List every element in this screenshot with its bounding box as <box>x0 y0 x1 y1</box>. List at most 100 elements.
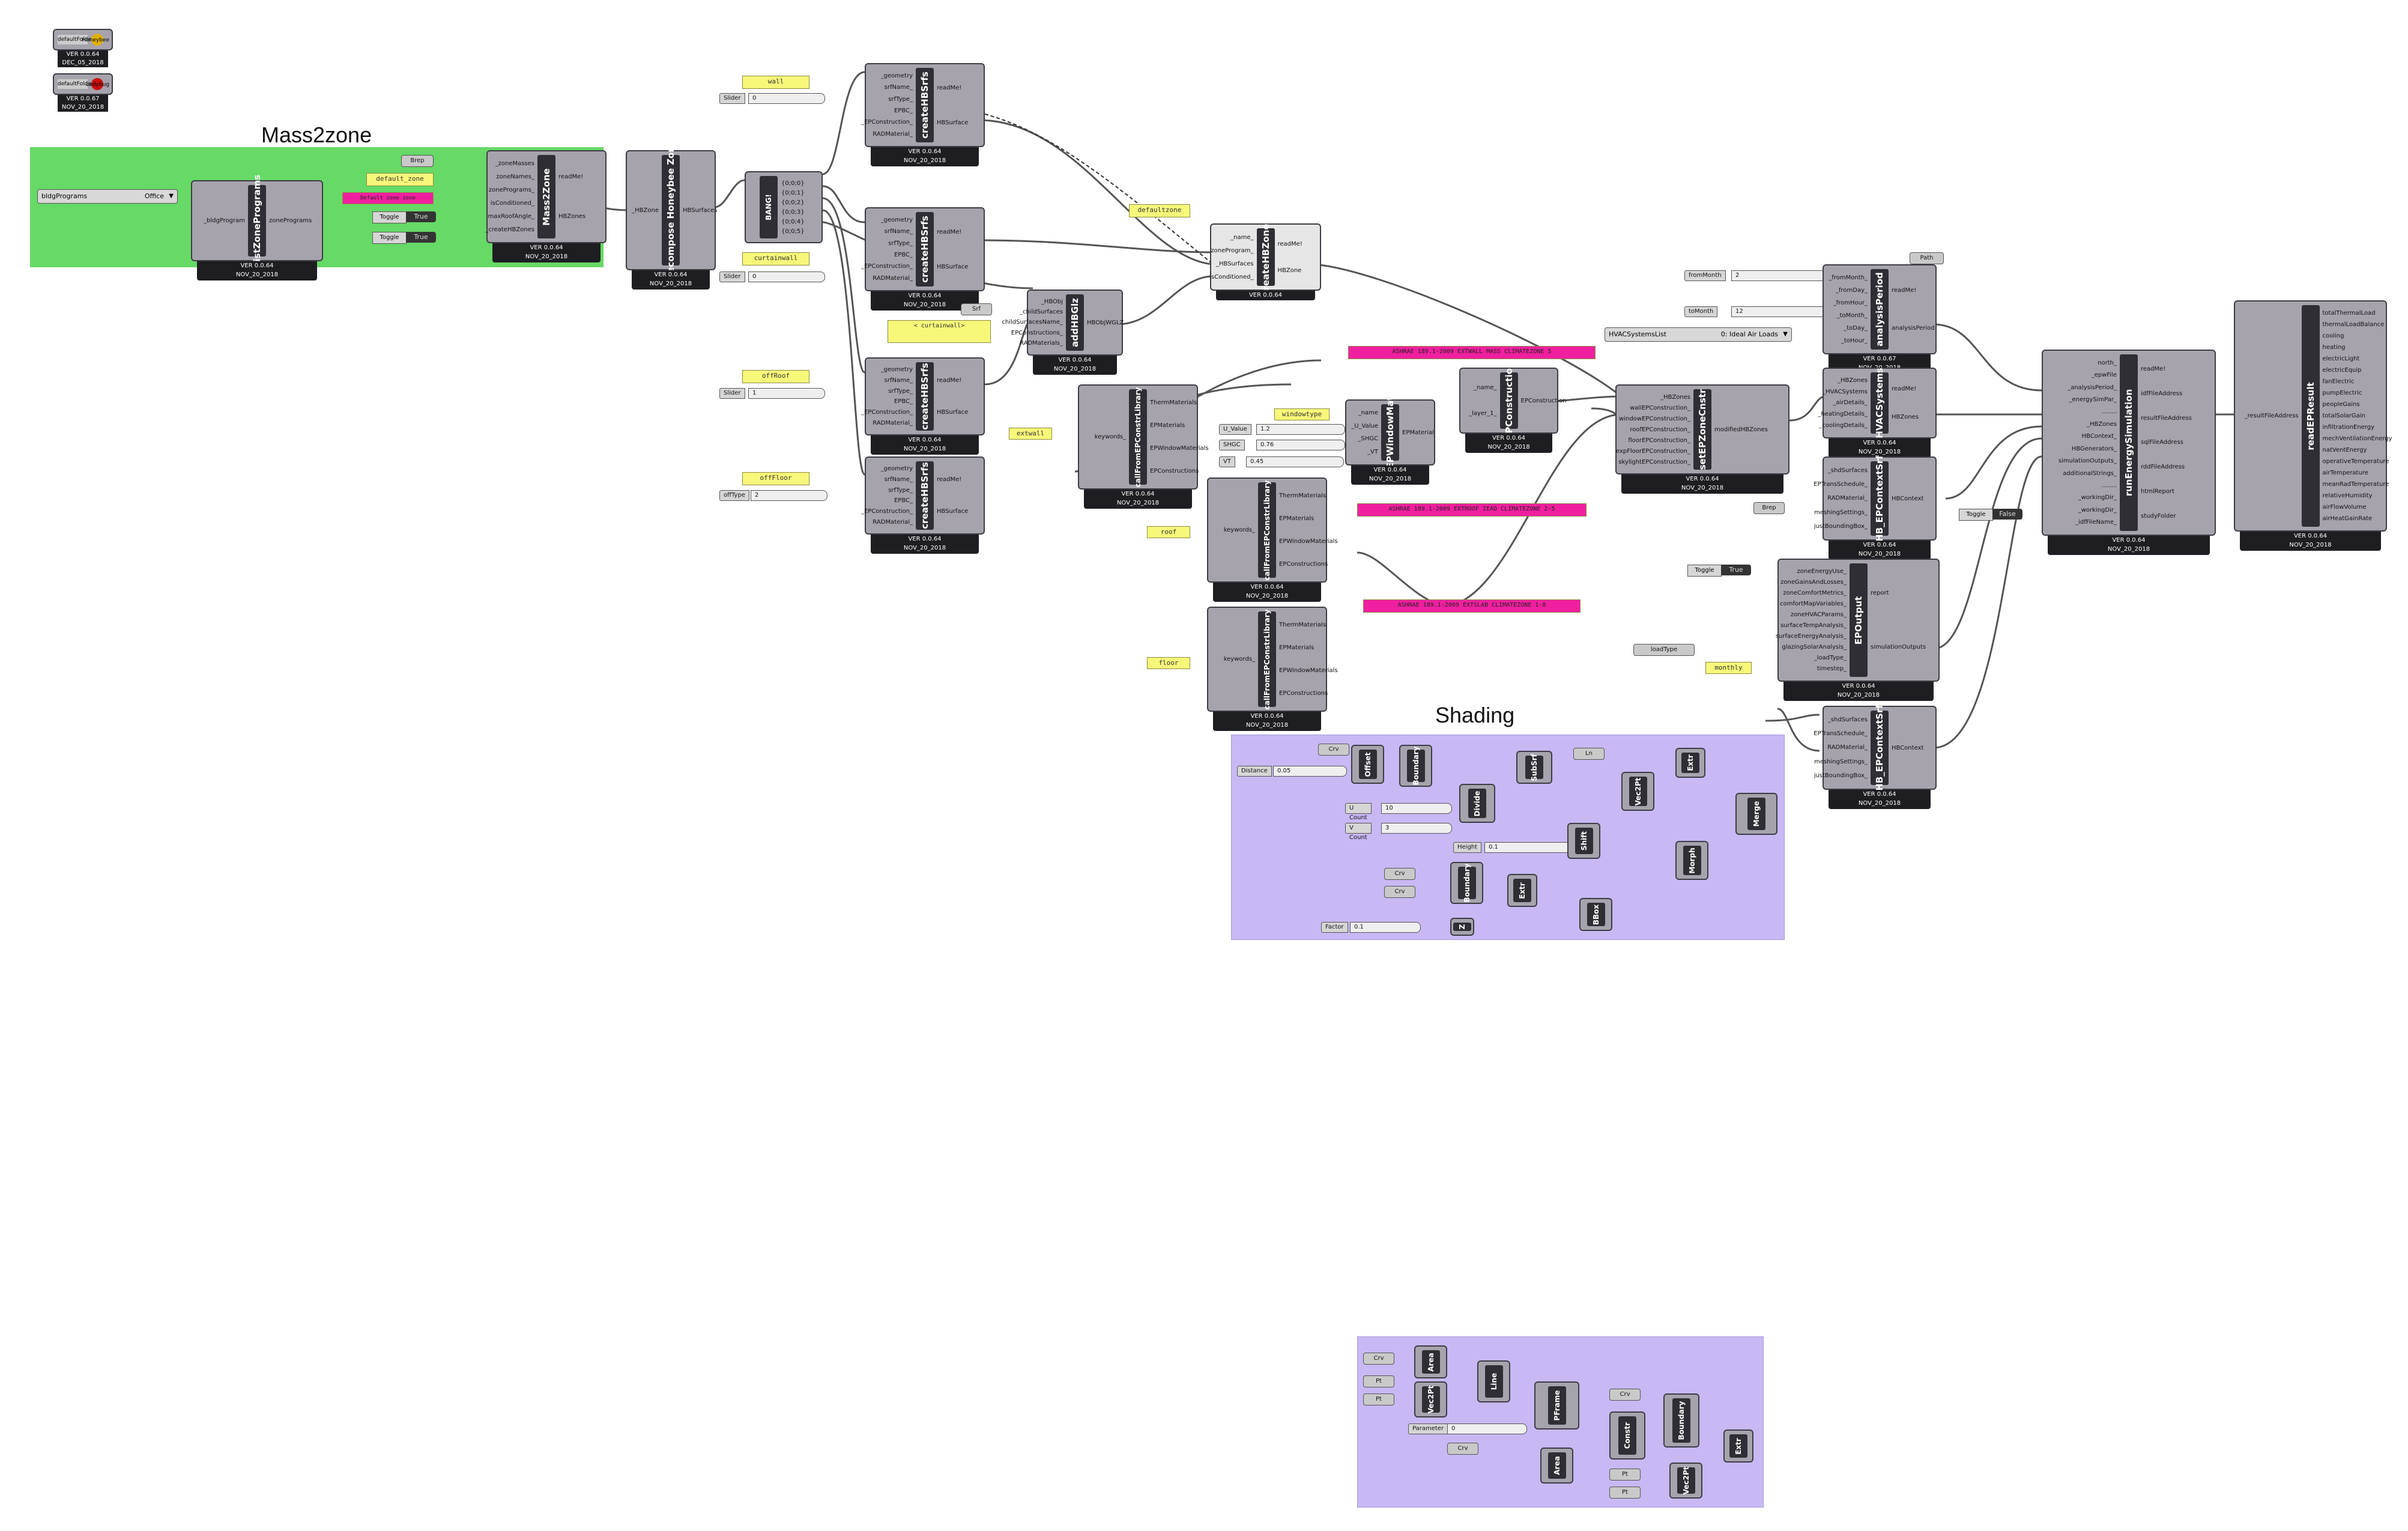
component-port[interactable]: _createHBZones <box>485 226 534 233</box>
component-port[interactable]: readMe! <box>937 476 962 483</box>
component-port[interactable]: _toDay_ <box>1844 325 1868 332</box>
component-port[interactable]: EPBC_ <box>894 108 913 115</box>
comp-extr-2[interactable]: Extr <box>1507 874 1537 907</box>
component-port[interactable]: _HBObj <box>1041 299 1063 306</box>
comp-set-ep-zone-cnstr[interactable]: _HBZones wallEPConstruction_ windowEPConst… <box>1615 384 1789 494</box>
component-port[interactable]: EPMaterials <box>1279 515 1314 523</box>
component-port[interactable]: floorEPConstruction_ <box>1628 437 1690 444</box>
component-port[interactable]: roofEPConstruction_ <box>1630 426 1690 433</box>
component-port[interactable]: report <box>1871 589 1889 596</box>
component-port[interactable]: RADMaterial_ <box>873 130 913 138</box>
srf-param[interactable]: Srf <box>961 303 992 315</box>
component-port[interactable]: _loadType_ <box>1814 655 1847 662</box>
component-port[interactable]: readMe! <box>2141 365 2166 372</box>
component-port[interactable]: windowEPConstruction_ <box>1619 415 1690 422</box>
component-port[interactable]: srfType_ <box>888 240 913 247</box>
comp-merge[interactable]: Merge <box>1735 793 1777 835</box>
component-port[interactable]: natVentEnergy <box>2322 447 2367 453</box>
component-port[interactable]: airTemperature <box>2322 470 2368 476</box>
component-port[interactable]: _energySimPar_ <box>2069 396 2117 403</box>
component-port[interactable]: justBoundingBox_ <box>1814 523 1868 530</box>
component-port[interactable]: zoneNames_ <box>496 174 534 181</box>
component-port[interactable]: childSurfacesName_ <box>1002 319 1063 326</box>
comp-area-2[interactable]: Area <box>1540 1448 1573 1484</box>
bottom-pt-1[interactable]: Pt <box>1363 1375 1394 1387</box>
component-port[interactable]: timestep_ <box>1817 665 1847 673</box>
construction-panel-roof[interactable]: ASHRAE 189.1-2009 EXTROOF IEAD CLIMATEZO… <box>1357 503 1587 517</box>
component-port[interactable]: skylightEPConstruction_ <box>1618 458 1690 465</box>
comp-call-ep-constr-2[interactable]: keywords_ callFromEPConstrLibrary ThermM… <box>1207 477 1338 602</box>
component-port[interactable]: RADMaterial_ <box>1827 744 1868 751</box>
crv-param-2[interactable]: Crv <box>1384 868 1415 880</box>
component-port[interactable]: isConditioned_ <box>1209 273 1254 280</box>
bottom-pt-4[interactable]: Pt <box>1609 1487 1641 1499</box>
component-port[interactable]: _HBZones <box>1660 393 1690 401</box>
comp-shift[interactable]: Shift <box>1567 823 1600 859</box>
floor-panel[interactable]: floor <box>1147 657 1190 669</box>
comp-morph[interactable]: Morph <box>1675 841 1708 880</box>
component-port[interactable]: justBoundingBox_ <box>1814 772 1868 779</box>
component-port[interactable]: maxRoofAngle_ <box>488 213 535 220</box>
component-port[interactable]: _SHGC <box>1358 435 1378 443</box>
component-port[interactable]: HBSurface <box>937 263 969 270</box>
component-port[interactable]: EPConstruction <box>1520 397 1567 404</box>
component-port[interactable]: srfName_ <box>884 476 913 483</box>
component-port[interactable]: _EPConstruction_ <box>861 508 913 515</box>
curtainwall-panel[interactable]: curtainwall <box>742 252 809 265</box>
component-port[interactable]: expFloorEPConstruction_ <box>1615 447 1690 455</box>
crv-param-1[interactable]: Crv <box>1318 744 1349 756</box>
comp-boundary-bottom[interactable]: Boundary <box>1663 1393 1699 1448</box>
comp-offset[interactable]: Offset <box>1351 745 1384 784</box>
component-port[interactable]: EPWindowMaterials <box>1279 538 1338 545</box>
component-port[interactable]: EPBC_ <box>894 398 913 405</box>
component-port[interactable]: srfType_ <box>888 95 913 103</box>
crv-param-3[interactable]: Crv <box>1384 886 1415 898</box>
comp-vec2pt-bottom-2[interactable]: Vec2Pt <box>1669 1463 1702 1499</box>
component-port[interactable]: idfFileAddress <box>2141 390 2183 397</box>
comp-call-ep-constr-3[interactable]: keywords_ callFromEPConstrLibrary ThermM… <box>1207 607 1338 731</box>
bottom-crv-1[interactable]: Crv <box>1363 1353 1394 1365</box>
component-port[interactable]: simulationOutputs_ <box>2058 458 2117 465</box>
comp-run-energy-simulation[interactable]: north__epwFile_analysisPeriod__energySim… <box>2042 350 2216 555</box>
comp-bbox[interactable]: BBox <box>1579 898 1612 931</box>
component-port[interactable]: _workingDir_ <box>2078 494 2117 502</box>
component-port[interactable]: _EPConstruction_ <box>861 408 913 416</box>
offroof-panel[interactable]: offRoof <box>742 370 809 383</box>
construction-panel-wall[interactable]: ASHRAE 189.1-2009 EXTWALL MASS CLIMATEZO… <box>1348 346 1596 359</box>
component-port[interactable]: wallEPConstruction_ <box>1630 404 1690 411</box>
component-port[interactable]: RADMaterial_ <box>873 274 913 282</box>
component-port[interactable]: ThermMaterials <box>1279 493 1327 500</box>
bottom-pt-3[interactable]: Pt <box>1609 1469 1641 1481</box>
component-port[interactable]: glazingSolarAnalysis_ <box>1782 644 1847 651</box>
comp-extr-bottom[interactable]: Extr <box>1723 1429 1753 1463</box>
component-port[interactable]: {0;0;0} <box>781 180 805 187</box>
component-port[interactable]: totalSolarGain <box>2322 413 2365 419</box>
dropdown-arrow-icon[interactable]: ▼ <box>1783 331 1788 338</box>
dropdown-arrow-icon[interactable]: ▼ <box>169 193 174 199</box>
output-port[interactable]: zonePrograms <box>269 217 312 224</box>
comp-read-ep-result[interactable]: _resultFileAddress readEPResult totalThe… <box>2234 300 2392 551</box>
component-port[interactable]: HBGenerators_ <box>2071 445 2117 452</box>
component-port[interactable]: readMe! <box>937 84 962 91</box>
component-port[interactable]: comfortMapVariables_ <box>1780 600 1847 607</box>
component-port[interactable]: _toHour_ <box>1841 338 1868 344</box>
component-port[interactable]: RADMaterial_ <box>1827 495 1868 502</box>
component-port[interactable]: electricLight <box>2322 356 2360 362</box>
zone-program-panel[interactable]: Default zone zone <box>342 192 434 204</box>
component-port[interactable]: HBContext <box>1892 744 1924 751</box>
component-port[interactable]: _geometry <box>880 217 913 224</box>
component-port[interactable]: _shdSurfaces <box>1827 467 1868 474</box>
component-port[interactable]: EPMaterial <box>1402 429 1434 436</box>
component-port[interactable]: resultFileAddress <box>2141 414 2192 422</box>
bottom-crv-4[interactable]: Crv <box>1447 1443 1478 1455</box>
component-port[interactable]: _geometry <box>880 73 913 80</box>
bottom-crv-5[interactable]: Crv <box>1609 1389 1641 1401</box>
component-port[interactable]: EPWindowMaterials <box>1279 667 1338 674</box>
load-type-param[interactable]: loadType <box>1633 644 1695 656</box>
component-port[interactable]: _zoneMasses <box>495 160 534 168</box>
component-port[interactable]: EPWindowMaterials <box>1150 444 1209 452</box>
ln-param[interactable]: Ln <box>1573 748 1605 760</box>
comp-list-zone-programs[interactable]: _bldgProgram ListZonePrograms zoneProgra… <box>191 174 323 280</box>
